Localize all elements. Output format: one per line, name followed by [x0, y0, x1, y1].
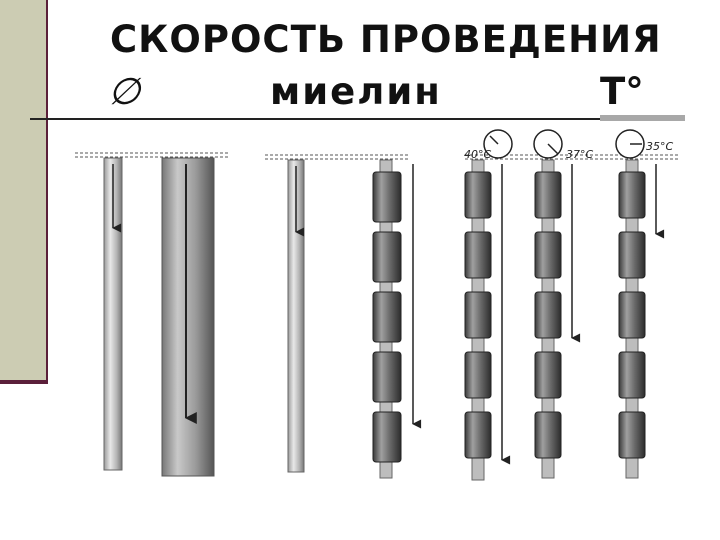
unmyelinated-axon — [287, 159, 305, 473]
temperature-group: 40°C 37°C 35°C — [464, 129, 673, 481]
membrane-surface-lines — [75, 152, 680, 160]
left-accent-rule — [46, 0, 48, 384]
left-accent-bottom-line — [0, 380, 48, 384]
temperature-symbol: T° — [600, 70, 644, 113]
thermometer-37c-icon — [533, 129, 563, 159]
temp-label-35: 35°C — [646, 140, 673, 153]
diameter-group — [103, 157, 215, 477]
conduction-diagram: 40°C 37°C 35°C — [75, 129, 680, 481]
fiber-35c — [615, 129, 665, 479]
myelin-label: миелин — [270, 70, 442, 113]
thin-axon — [103, 157, 123, 471]
fiber-37c — [533, 129, 581, 479]
thermometer-35c-icon — [615, 129, 645, 159]
myelin-group — [287, 159, 422, 479]
slide-title: СКОРОСТЬ ПРОВЕДЕНИЯ — [110, 18, 662, 61]
thick-axon — [161, 157, 215, 477]
thermometer-40c-icon — [483, 129, 513, 159]
temp-label-37: 37°C — [566, 148, 593, 161]
temp-label-40: 40°C — [464, 148, 491, 161]
fiber-40c — [464, 129, 513, 481]
title-underline — [30, 118, 600, 120]
left-accent-panel — [0, 0, 48, 382]
title-underline-accent — [600, 115, 685, 121]
diameter-symbol: ∅ — [108, 70, 141, 113]
myelin-sheaths — [372, 171, 402, 463]
